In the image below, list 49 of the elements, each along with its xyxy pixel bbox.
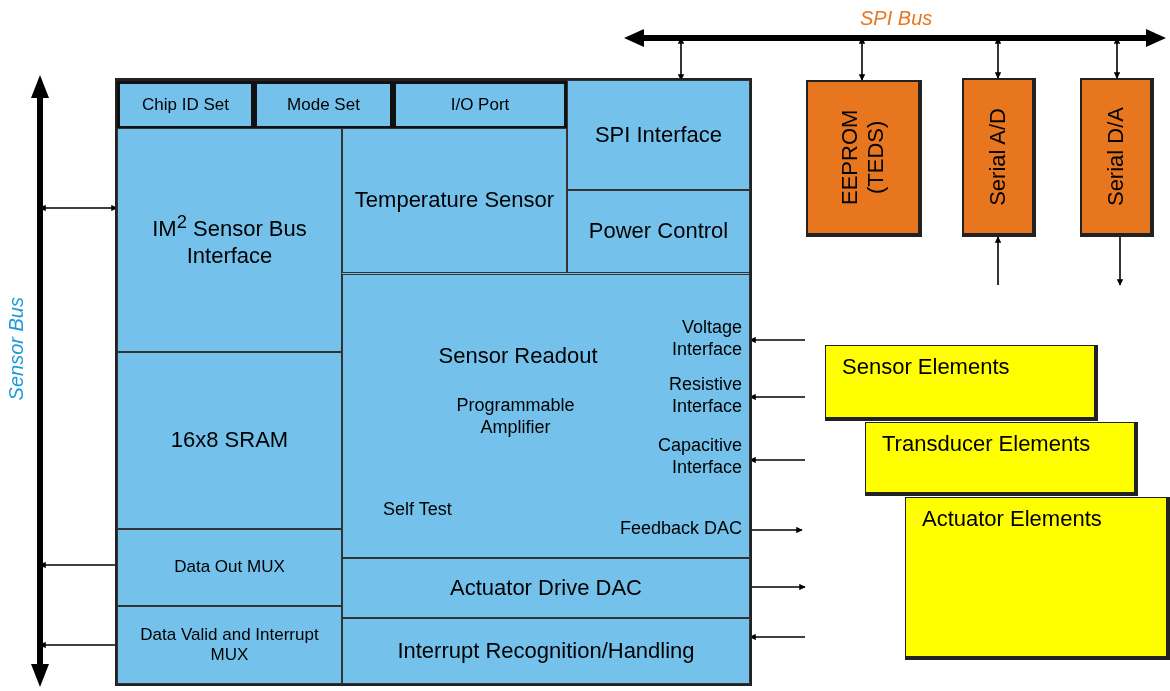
bus-label: SPI Bus (860, 6, 933, 30)
block-label: Mode Set (287, 94, 360, 116)
element-card (905, 497, 1170, 660)
block-label: SPI Interface (594, 121, 723, 149)
block-label: Actuator Elements (922, 506, 1102, 533)
block-label: Programmable Amplifier (455, 395, 576, 439)
block-label: Power Control (588, 218, 729, 245)
block-label: Capacitive Interface (656, 435, 742, 479)
function-block (342, 558, 750, 618)
function-block (117, 529, 342, 606)
function-block (342, 274, 750, 558)
block-label: 16x8 SRAM (170, 427, 289, 454)
block-label: Feedback DAC (618, 518, 742, 540)
register-block (254, 81, 393, 129)
block-label: Data Out MUX (174, 557, 285, 578)
block-label: Data Valid and Interrupt MUX (139, 624, 320, 666)
block-label: Serial D/A (1102, 106, 1129, 206)
element-card (825, 345, 1098, 421)
register-block (117, 81, 254, 129)
register-block (393, 81, 567, 129)
block-label: Voltage Interface (670, 317, 742, 361)
function-block (117, 128, 342, 352)
element-card (865, 422, 1138, 496)
block-label: Sensor Readout (437, 343, 599, 370)
chip-outline (115, 78, 752, 686)
chip-package (806, 80, 922, 237)
block-label: Transducer Elements (882, 431, 1091, 458)
block-label: Self Test (383, 499, 453, 521)
block-label: Interrupt Recognition/Handling (397, 637, 695, 665)
block-label: Actuator Drive DAC (450, 574, 642, 602)
function-block (117, 606, 342, 684)
block-label: Sensor Elements (842, 354, 1010, 381)
function-block (567, 190, 750, 273)
block-label: Serial A/D (984, 107, 1011, 206)
arrow (1116, 236, 1124, 286)
bus-label: Sensor Bus (4, 297, 28, 401)
block-label: IM$^{2}$ Sensor Bus Interface (151, 210, 308, 270)
block-label: Temperature Sensor (354, 187, 555, 214)
block-label: Resistive Interface (667, 374, 742, 418)
block-label: EEPROM (TEDS) (836, 108, 889, 208)
function-block (567, 80, 750, 190)
chip-package (962, 78, 1036, 237)
function-block (117, 352, 342, 529)
arrow (994, 236, 1002, 286)
block-label: Chip ID Set (142, 94, 229, 116)
function-block (342, 618, 750, 684)
chip-package (1080, 78, 1154, 237)
function-block (342, 128, 567, 273)
block-label: I/O Port (450, 94, 510, 116)
